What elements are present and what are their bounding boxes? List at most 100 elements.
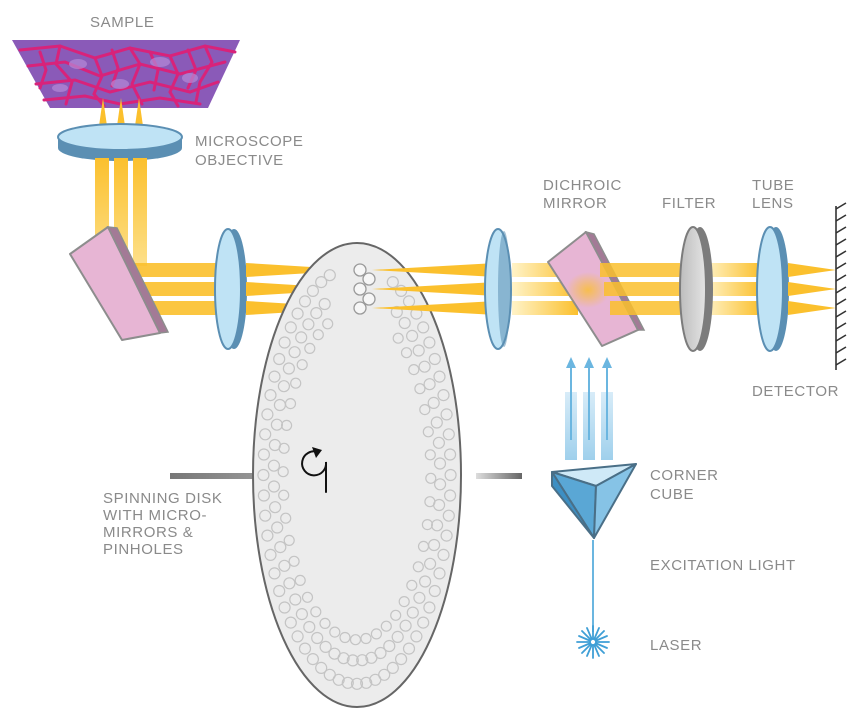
pinhole [391, 630, 404, 644]
pinhole [288, 346, 301, 359]
pinhole [301, 591, 314, 603]
pinhole [349, 634, 362, 646]
pinhole [284, 616, 297, 629]
pinhole [289, 593, 302, 606]
pinhole [406, 329, 419, 342]
pinhole [283, 534, 295, 547]
pinhole [380, 620, 392, 632]
pinhole [298, 642, 312, 655]
pinhole [360, 632, 372, 645]
pinhole [259, 509, 272, 522]
pinhole [310, 307, 323, 320]
pinhole [277, 466, 289, 478]
pinhole [413, 591, 426, 604]
pinhole [284, 398, 297, 410]
pinhole [257, 489, 270, 502]
pinhole-array [257, 269, 457, 690]
pinhole [278, 336, 291, 349]
pinhole [428, 584, 441, 598]
pinhole [315, 661, 328, 675]
pinhole [339, 631, 351, 644]
fold-mirror [69, 226, 170, 341]
pinhole [422, 426, 434, 438]
pinhole [302, 318, 315, 331]
pinhole [386, 276, 399, 289]
pinhole [323, 668, 336, 681]
pinhole [273, 352, 286, 366]
pinhole [312, 329, 324, 341]
microscope-objective [57, 123, 183, 161]
pinhole [268, 370, 281, 383]
pinhole [264, 548, 277, 562]
pinhole [306, 284, 319, 297]
pinhole [424, 557, 437, 570]
pinhole [296, 359, 308, 371]
pinhole [417, 321, 430, 334]
pinhole [398, 595, 410, 608]
cones-from-pinholes [372, 263, 496, 315]
label-detector: DETECTOR [752, 383, 839, 400]
pinhole [408, 364, 420, 376]
pinhole [257, 448, 270, 461]
pinhole [294, 574, 306, 587]
pinhole [341, 676, 354, 689]
pinhole [434, 478, 447, 491]
pinhole [281, 419, 293, 431]
beams-to-tube-lens [705, 263, 761, 315]
pinhole [298, 295, 312, 308]
pinhole [310, 606, 322, 618]
pinhole [278, 489, 290, 501]
pinhole [399, 619, 412, 632]
relay-lens-left [214, 228, 247, 350]
pinhole [428, 352, 441, 366]
pinhole [433, 457, 447, 470]
pinhole [437, 389, 450, 402]
pinhole [329, 626, 341, 638]
pinhole [323, 269, 336, 282]
laser-icon [576, 625, 610, 659]
pinhole [423, 336, 436, 349]
pinhole [430, 416, 443, 429]
pinhole [424, 496, 436, 508]
tube-lens [756, 226, 789, 352]
pinhole [406, 579, 418, 591]
pinhole [295, 331, 308, 344]
pinhole [264, 389, 277, 402]
pinhole [259, 428, 272, 441]
pinhole [295, 607, 308, 621]
label-tube-lens: TUBE LENS [752, 177, 799, 212]
label-filter: FILTER [662, 195, 716, 212]
pinhole [431, 519, 444, 532]
pinhole [370, 628, 382, 640]
pinhole [269, 501, 282, 514]
pinhole [386, 661, 399, 675]
pinhole [395, 652, 408, 666]
pinhole [304, 342, 316, 354]
pinhole [412, 344, 425, 357]
pinhole [283, 577, 296, 590]
pinhole [369, 673, 382, 686]
pinhole [284, 321, 297, 334]
pinhole [421, 518, 433, 531]
pinhole [319, 617, 331, 630]
detector [835, 202, 847, 370]
label-sample: SAMPLE [90, 14, 154, 31]
pinhole [418, 360, 431, 373]
pinhole [406, 606, 419, 619]
pinhole [318, 297, 331, 311]
pinhole [278, 442, 290, 454]
pinhole [278, 601, 291, 614]
pinhole [433, 370, 446, 383]
pinhole [437, 548, 450, 562]
pinhole [261, 408, 274, 421]
pinhole [282, 362, 295, 375]
pinhole [390, 305, 403, 319]
pinhole [392, 332, 404, 344]
pinhole [417, 540, 430, 553]
pinhole [417, 616, 430, 629]
rotation-arrow-icon [301, 447, 328, 493]
pinhole [346, 654, 359, 667]
corner-cube [551, 463, 637, 539]
label-spinning-disk: SPINNING DISK WITH MICRO- MIRRORS & PINH… [103, 490, 227, 558]
label-laser: LASER [650, 637, 702, 654]
